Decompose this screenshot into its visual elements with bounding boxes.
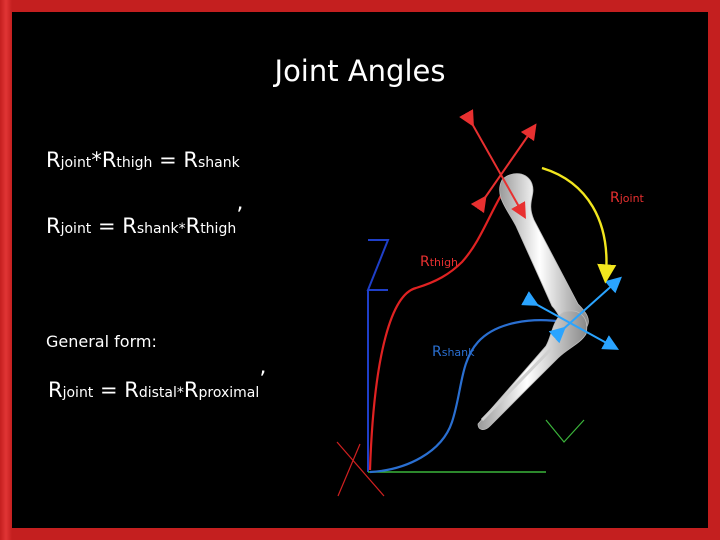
shank-rotation-label: Rshank	[432, 344, 475, 360]
equation-solution: Rjoint = Rshank*Rthigh’	[46, 204, 243, 238]
global-axes	[336, 239, 546, 497]
eq3-operator: *	[176, 385, 184, 401]
eq1-term-r: R	[46, 148, 61, 172]
eq2-sub-shank: shank	[136, 221, 179, 237]
joint-angle-arc	[541, 166, 617, 284]
eq2-sub-thigh: thigh	[200, 221, 237, 237]
slide-title: Joint Angles	[274, 54, 446, 88]
eq1-operator: *	[91, 148, 102, 172]
eq3-sub-joint: joint	[62, 385, 94, 401]
eq2-term-r: R	[46, 214, 61, 238]
ankle-axes	[545, 419, 585, 443]
eq1-sub-joint: joint	[60, 155, 92, 171]
eq2-sub-joint: joint	[60, 221, 92, 237]
eq2-operator: *	[178, 221, 186, 237]
eq1-sub-thigh: thigh	[116, 155, 153, 171]
eq3-sub-distal: distal	[138, 385, 177, 401]
eq3-term-r: R	[48, 378, 63, 402]
shank-rotation-path	[369, 319, 565, 474]
eq3-equals: =	[93, 378, 125, 402]
eq3-transpose-mark: ’	[259, 368, 267, 393]
hip-axes	[459, 109, 537, 219]
joint-rotation-label: Rjoint	[610, 190, 645, 206]
eq1-sub-shank: shank	[197, 155, 240, 171]
eq2-transpose-mark: ’	[236, 204, 244, 229]
knee-axes	[521, 276, 622, 350]
eq1-equals: =	[152, 148, 184, 172]
eq3-term-r2: R	[124, 378, 139, 402]
equation-relation: Rjoint*Rthigh = Rshank	[46, 148, 240, 172]
eq2-term-r3: R	[185, 214, 201, 238]
equation-general: Rjoint = Rdistal*Rproximal’	[48, 368, 266, 402]
eq3-term-r3: R	[183, 378, 199, 402]
knee-diagram: Rjoint Rthigh Rshank	[336, 109, 645, 497]
eq1-term-r2: R	[101, 148, 117, 172]
slide-canvas: Joint Angles Rjoint*Rthigh = Rshank Rjoi…	[12, 12, 708, 528]
general-form-label: General form:	[46, 332, 157, 351]
eq1-term-r3: R	[183, 148, 198, 172]
eq2-equals: =	[91, 214, 123, 238]
eq2-term-r2: R	[122, 214, 137, 238]
eq3-sub-proximal: proximal	[198, 385, 260, 401]
thigh-rotation-path	[368, 183, 509, 471]
thigh-rotation-label: Rthigh	[420, 254, 458, 270]
